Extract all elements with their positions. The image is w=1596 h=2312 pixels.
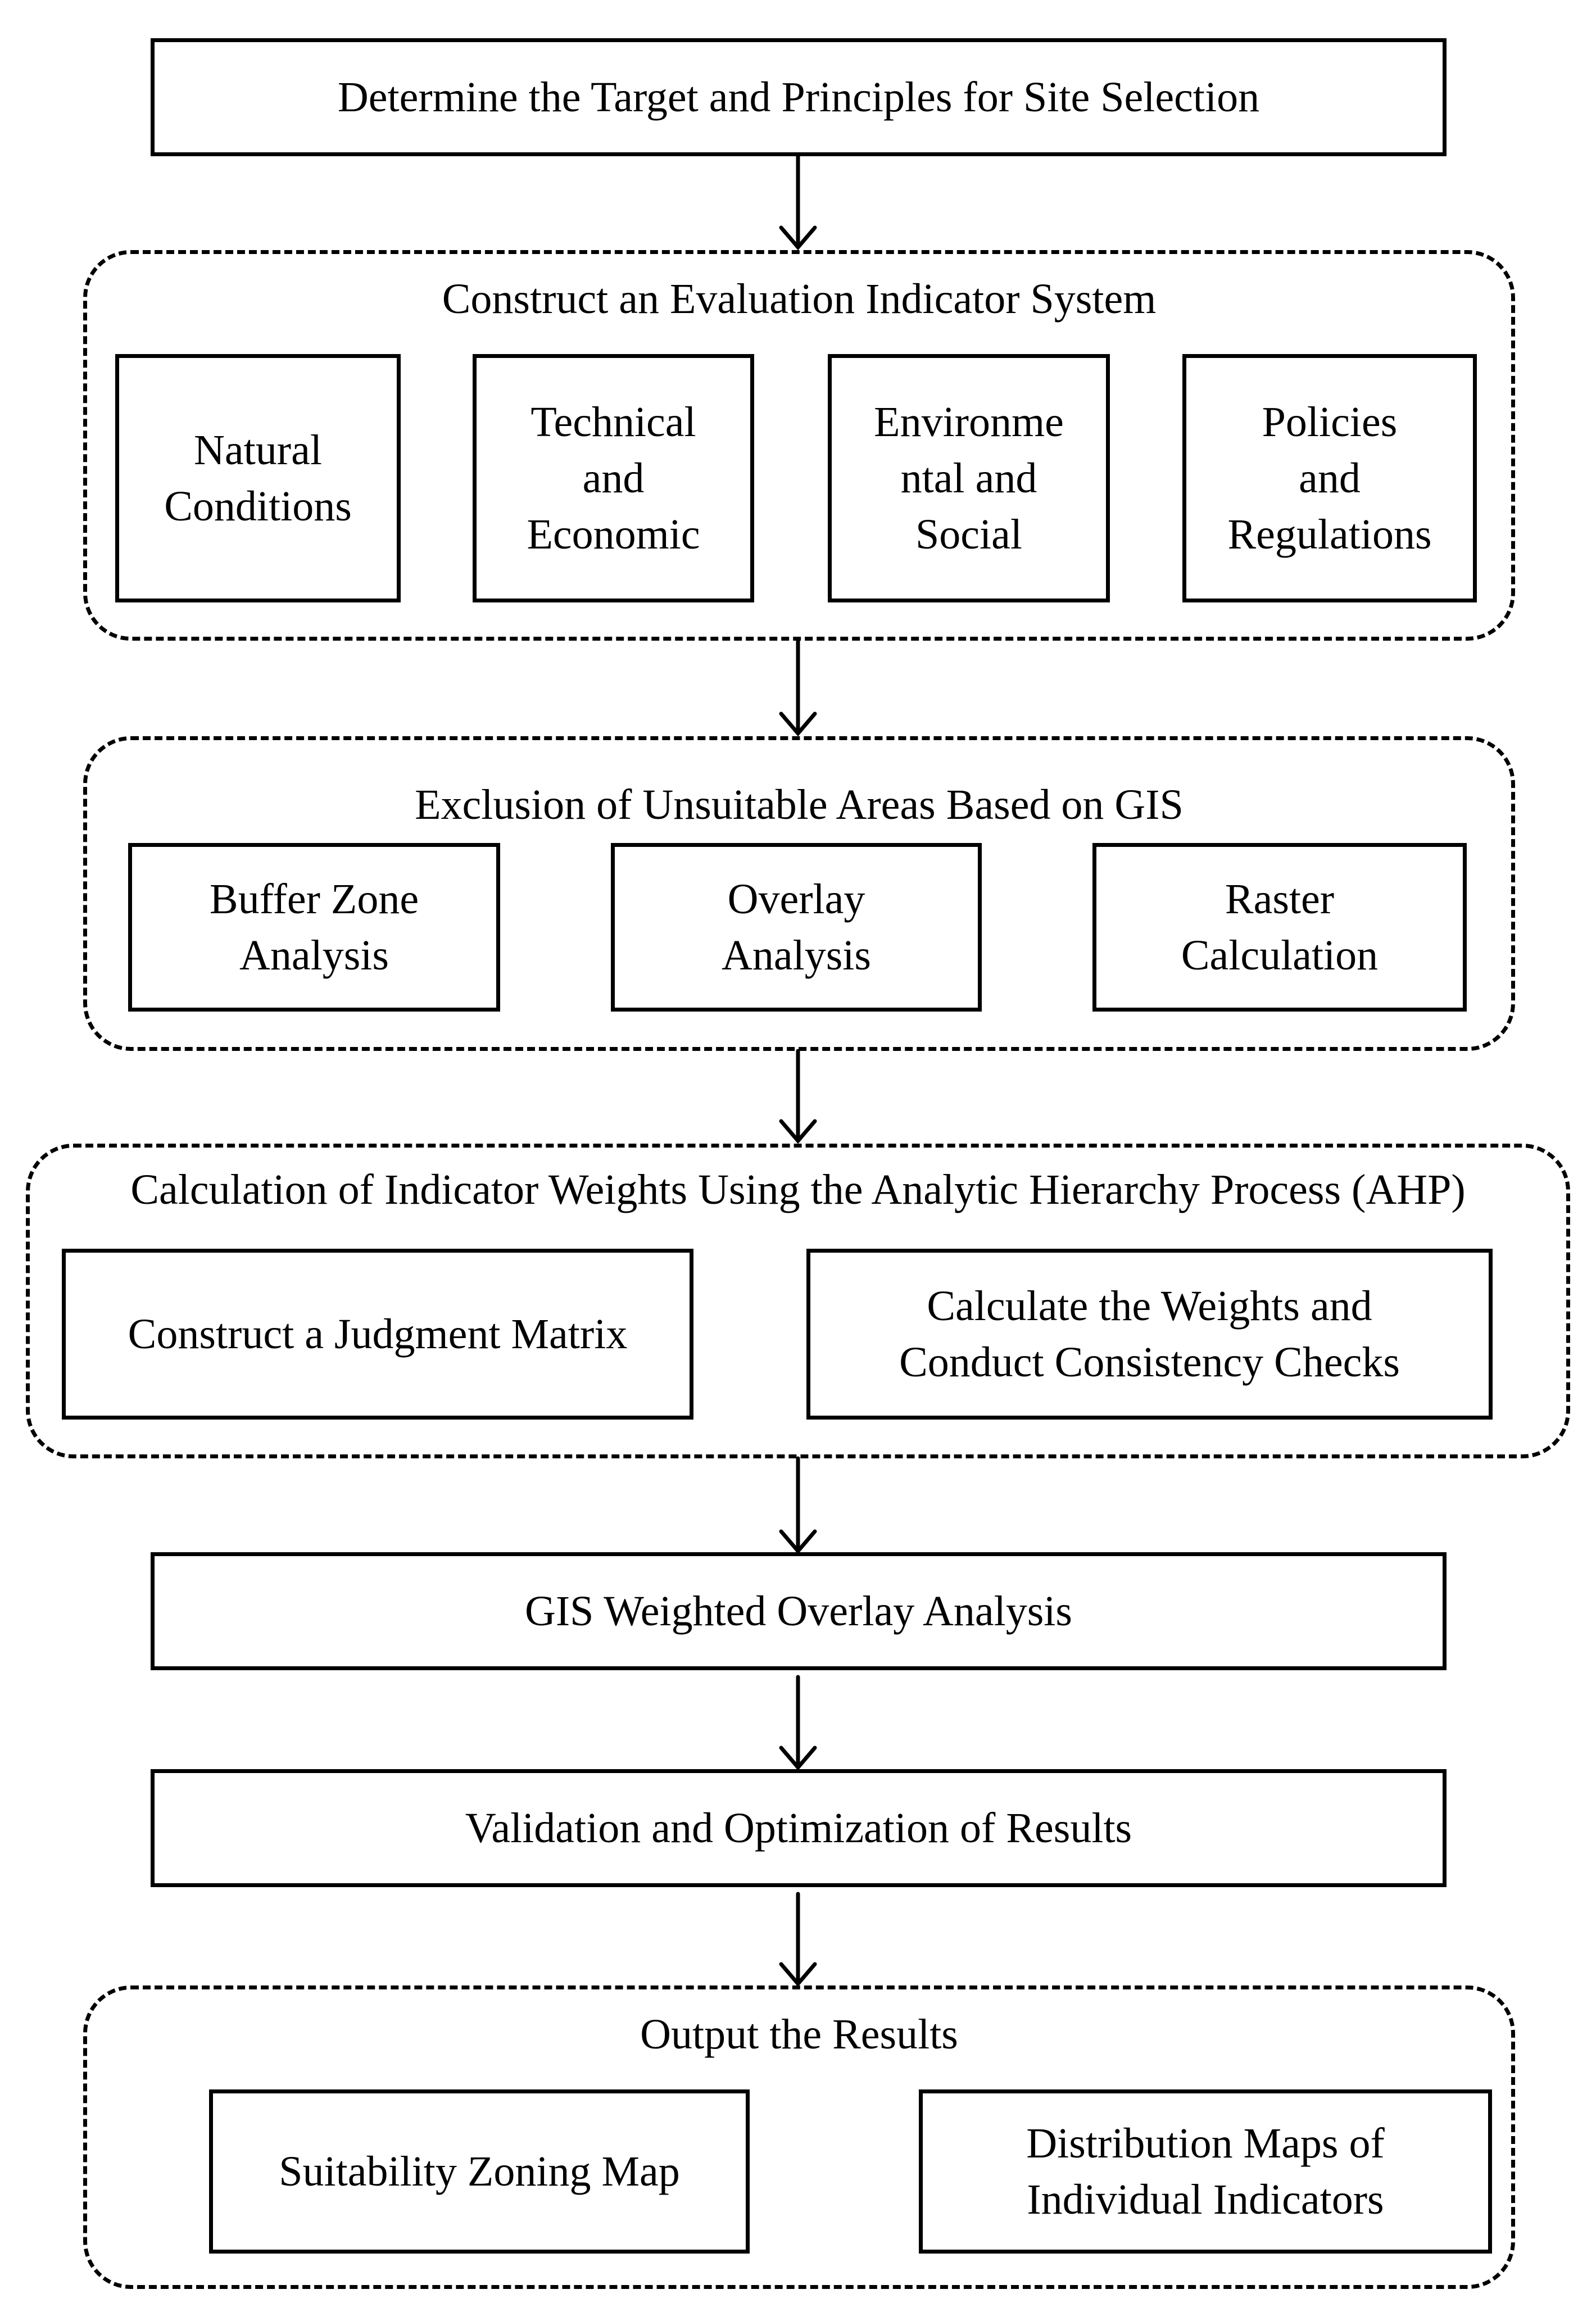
ahp-title: Calculation of Indicator Weights Using t… bbox=[130, 1166, 1466, 1213]
indicator-natural-conditions-label: Natural Conditions bbox=[164, 427, 352, 530]
arrow-validation-to-output bbox=[779, 1892, 817, 1987]
ahp-group: Calculation of Indicator Weights Using t… bbox=[26, 1144, 1570, 1458]
gis-weighted-overlay-label: GIS Weighted Overlay Analysis bbox=[524, 1588, 1072, 1635]
raster-calculation-label: Raster Calculation bbox=[1181, 876, 1379, 979]
weights-consistency-label: Calculate the Weights and Conduct Consis… bbox=[899, 1282, 1400, 1386]
judgment-matrix-box: Construct a Judgment Matrix bbox=[62, 1249, 693, 1420]
indicator-natural-conditions: Natural Conditions bbox=[115, 354, 401, 602]
arrow-target-to-indicators bbox=[779, 154, 817, 251]
indicator-technical-economic: Technical and Economic bbox=[473, 354, 754, 602]
suitability-zoning-map-box: Suitability Zoning Map bbox=[209, 2089, 750, 2254]
overlay-analysis-label: Overlay Analysis bbox=[722, 876, 871, 979]
exclusion-group: Exclusion of Unsuitable Areas Based on G… bbox=[83, 736, 1515, 1051]
buffer-zone-analysis-box: Buffer Zone Analysis bbox=[128, 843, 500, 1012]
arrow-ahp-to-gis bbox=[779, 1456, 817, 1554]
indicator-environmental-social-label: Environme ntal and Social bbox=[874, 398, 1064, 558]
validation-box: Validation and Optimization of Results bbox=[151, 1769, 1447, 1887]
suitability-zoning-map-label: Suitability Zoning Map bbox=[279, 2148, 680, 2195]
judgment-matrix-label: Construct a Judgment Matrix bbox=[128, 1311, 628, 1358]
arrow-gis-to-validation bbox=[779, 1675, 817, 1771]
arrow-indicators-to-exclusion bbox=[779, 638, 817, 737]
output-group: Output the Results bbox=[83, 1985, 1515, 2289]
indicator-system-title: Construct an Evaluation Indicator System bbox=[442, 275, 1157, 323]
validation-label: Validation and Optimization of Results bbox=[465, 1805, 1132, 1852]
indicator-policies-regulations: Policies and Regulations bbox=[1182, 354, 1477, 602]
arrow-exclusion-to-ahp bbox=[779, 1049, 817, 1144]
indicator-environmental-social: Environme ntal and Social bbox=[828, 354, 1110, 602]
overlay-analysis-box: Overlay Analysis bbox=[611, 843, 982, 1012]
target-principles-label: Determine the Target and Principles for … bbox=[337, 74, 1260, 121]
indicator-technical-economic-label: Technical and Economic bbox=[527, 398, 700, 558]
distribution-maps-label: Distribution Maps of Individual Indicato… bbox=[1026, 2120, 1385, 2223]
gis-weighted-overlay-box: GIS Weighted Overlay Analysis bbox=[151, 1552, 1447, 1670]
indicator-policies-regulations-label: Policies and Regulations bbox=[1227, 398, 1432, 558]
target-principles-box: Determine the Target and Principles for … bbox=[151, 38, 1447, 156]
raster-calculation-box: Raster Calculation bbox=[1092, 843, 1467, 1012]
weights-consistency-box: Calculate the Weights and Conduct Consis… bbox=[806, 1249, 1493, 1420]
buffer-zone-analysis-label: Buffer Zone Analysis bbox=[209, 876, 419, 979]
distribution-maps-box: Distribution Maps of Individual Indicato… bbox=[919, 2089, 1492, 2254]
indicator-system-group: Construct an Evaluation Indicator System bbox=[83, 250, 1515, 641]
exclusion-title: Exclusion of Unsuitable Areas Based on G… bbox=[415, 781, 1184, 828]
output-title: Output the Results bbox=[640, 2011, 958, 2058]
